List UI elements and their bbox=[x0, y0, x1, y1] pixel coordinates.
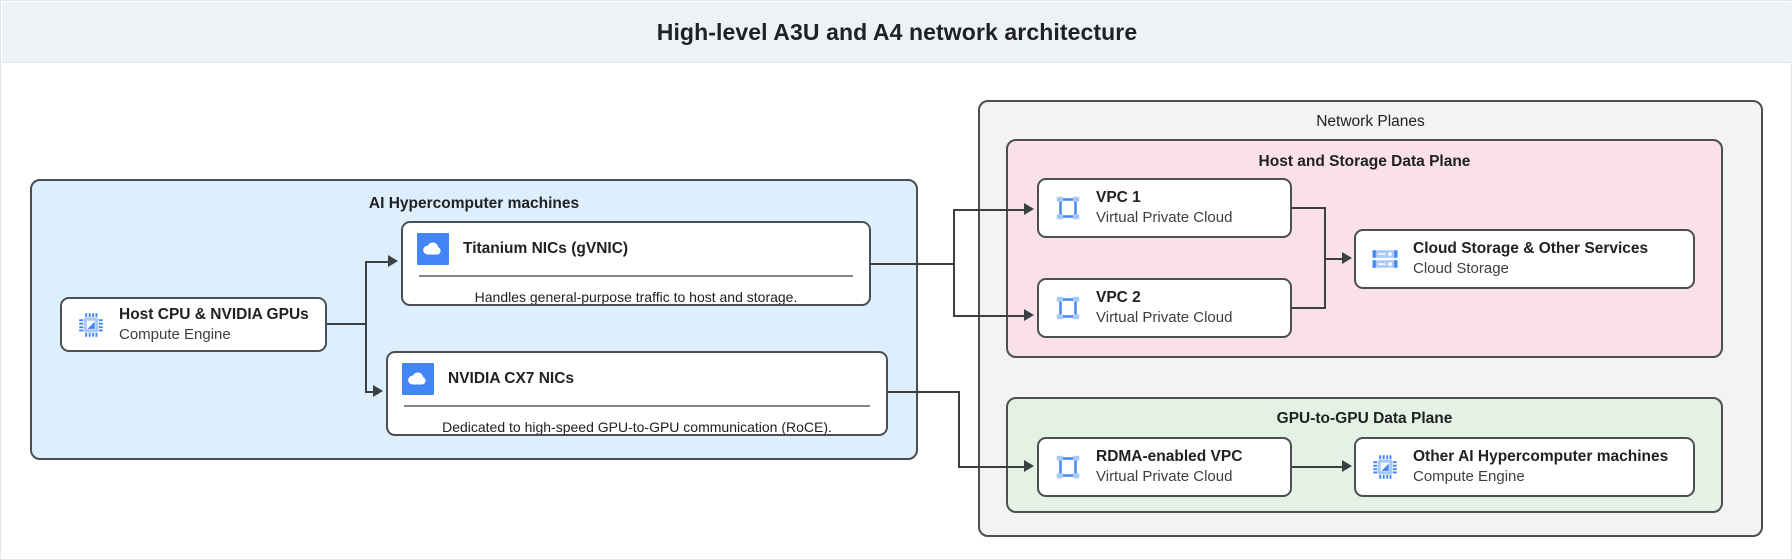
cloud-icon bbox=[417, 233, 449, 265]
vpc-1-title: VPC 1 bbox=[1096, 189, 1141, 207]
cloud-storage-title: Cloud Storage & Other Services bbox=[1413, 240, 1649, 258]
cloud-storage-card[interactable]: Cloud Storage & Other Services Cloud Sto… bbox=[1354, 229, 1695, 289]
other-machines-card[interactable]: Other AI Hypercomputer machines Compute … bbox=[1354, 437, 1695, 497]
cloud-icon bbox=[402, 363, 434, 395]
vpc2-out-wire bbox=[1291, 307, 1326, 310]
titanium-nics-box[interactable]: Titanium NICs (gVNIC) Handles general-pu… bbox=[401, 221, 871, 306]
host-to-nics-riser bbox=[365, 261, 368, 393]
page-title: High-level A3U and A4 network architectu… bbox=[656, 18, 1138, 45]
cpu-chip-icon bbox=[1370, 452, 1400, 482]
nvidia-cx7-nics-box[interactable]: NVIDIA CX7 NICs Dedicated to high-speed … bbox=[386, 351, 888, 436]
titanium-to-vpc1-wire bbox=[953, 209, 1025, 212]
vpc1-out-wire bbox=[1291, 207, 1326, 210]
rdma-to-machines-wire bbox=[1292, 466, 1344, 469]
titanium-to-vpc1-arrow bbox=[1024, 203, 1034, 215]
titanium-nics-divider bbox=[419, 275, 853, 278]
titanium-to-vpc2-wire bbox=[953, 315, 1025, 318]
nvidia-cx7-nics-header: NVIDIA CX7 NICs bbox=[388, 353, 886, 405]
rdma-vpc-card[interactable]: RDMA-enabled VPC Virtual Private Cloud bbox=[1037, 437, 1292, 497]
titanium-nics-caption: Handles general-purpose traffic to host … bbox=[474, 289, 798, 306]
gpu-to-gpu-data-plane-title: GPU-to-GPU Data Plane bbox=[1276, 410, 1453, 427]
title-bar: High-level A3U and A4 network architectu… bbox=[2, 2, 1792, 63]
cloud-storage-icon bbox=[1370, 244, 1400, 274]
cx7-out-stem bbox=[887, 391, 960, 394]
host-to-titanium-wire bbox=[365, 261, 389, 264]
cx7-riser bbox=[958, 391, 961, 468]
vpc-2-subtitle: Virtual Private Cloud bbox=[1096, 309, 1233, 327]
host-cpu-gpu-title: Host CPU & NVIDIA GPUs bbox=[119, 305, 309, 323]
nvidia-cx7-nics-caption: Dedicated to high-speed GPU-to-GPU commu… bbox=[442, 419, 832, 436]
rdma-vpc-subtitle: Virtual Private Cloud bbox=[1096, 468, 1233, 486]
ai-hypercomputer-machines-title: AI Hypercomputer machines bbox=[368, 195, 580, 212]
host-to-cx7-arrow bbox=[373, 385, 383, 397]
rdma-vpc-title: RDMA-enabled VPC bbox=[1096, 448, 1243, 466]
titanium-out-stem bbox=[870, 263, 955, 266]
vpc-2-title: VPC 2 bbox=[1096, 289, 1141, 307]
vpc-icon bbox=[1053, 293, 1083, 323]
cx7-to-rdma-wire bbox=[958, 466, 1025, 469]
vpc-to-storage-arrow bbox=[1342, 252, 1352, 264]
nvidia-cx7-nics-title: NVIDIA CX7 NICs bbox=[448, 370, 575, 387]
host-to-titanium-arrow bbox=[388, 255, 398, 267]
host-cpu-gpu-card[interactable]: Host CPU & NVIDIA GPUs Compute Engine bbox=[60, 297, 327, 352]
vpc-icon bbox=[1053, 452, 1083, 482]
cloud-storage-subtitle: Cloud Storage bbox=[1413, 260, 1509, 278]
rdma-to-machines-arrow bbox=[1342, 460, 1352, 472]
host-cpu-gpu-subtitle: Compute Engine bbox=[119, 325, 231, 343]
network-planes-title: Network Planes bbox=[1316, 113, 1425, 130]
vpc-1-card[interactable]: VPC 1 Virtual Private Cloud bbox=[1037, 178, 1292, 238]
titanium-nics-header: Titanium NICs (gVNIC) bbox=[403, 223, 869, 275]
cpu-chip-icon bbox=[76, 310, 106, 340]
host-storage-data-plane-title: Host and Storage Data Plane bbox=[1258, 153, 1471, 170]
titanium-nics-title: Titanium NICs (gVNIC) bbox=[463, 240, 629, 257]
vpc-icon bbox=[1053, 193, 1083, 223]
vpc-1-subtitle: Virtual Private Cloud bbox=[1096, 209, 1233, 227]
titanium-split-riser bbox=[953, 209, 956, 317]
host-to-nics-stem bbox=[327, 323, 367, 326]
other-machines-subtitle: Compute Engine bbox=[1413, 468, 1525, 486]
cx7-to-rdma-arrow bbox=[1024, 460, 1034, 472]
vpc-2-card[interactable]: VPC 2 Virtual Private Cloud bbox=[1037, 278, 1292, 338]
host-to-cx7-wire bbox=[365, 391, 374, 394]
vpc-merge-to-storage-wire bbox=[1324, 258, 1344, 261]
titanium-to-vpc2-arrow bbox=[1024, 309, 1034, 321]
other-machines-title: Other AI Hypercomputer machines bbox=[1413, 448, 1669, 466]
nvidia-cx7-nics-divider bbox=[404, 405, 870, 408]
